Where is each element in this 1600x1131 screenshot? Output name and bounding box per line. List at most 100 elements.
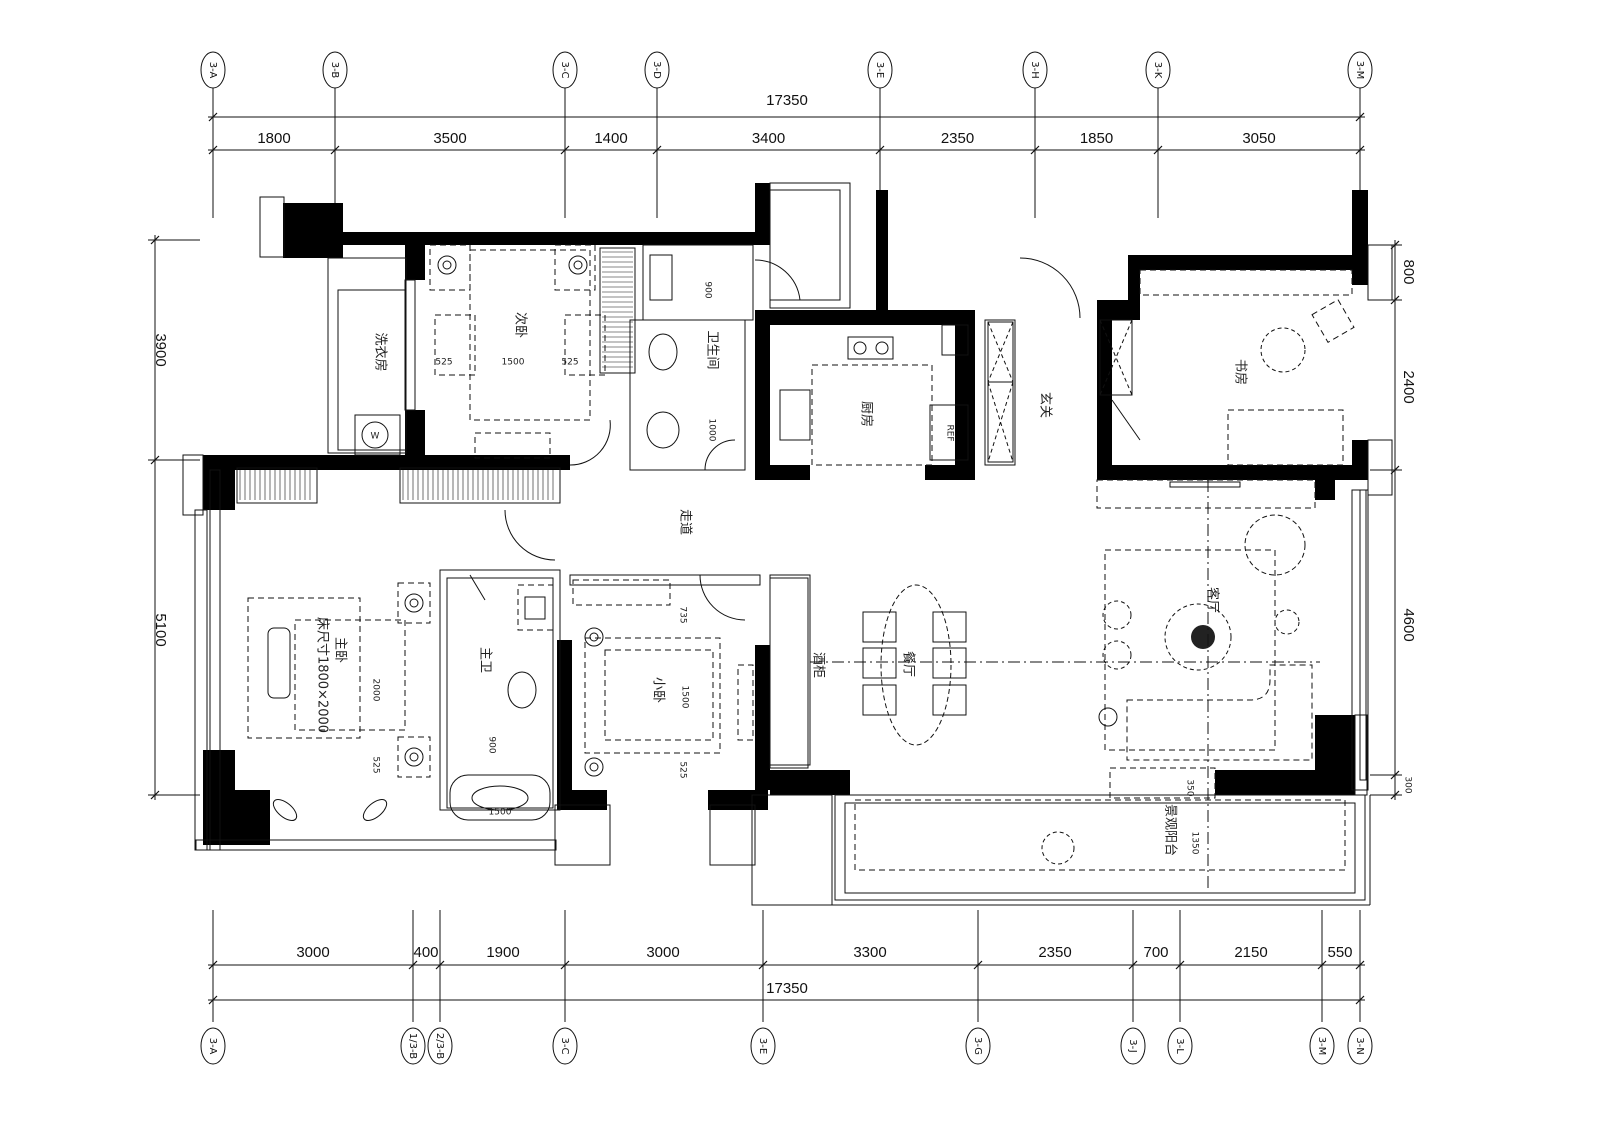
axis-bubble <box>427 1027 453 1065</box>
wardrobe <box>399 467 561 504</box>
stool <box>1102 640 1132 670</box>
thin-wall <box>1351 489 1369 791</box>
dimension-lines <box>148 51 1402 1065</box>
dining-chair <box>862 647 897 679</box>
thin-wall <box>182 454 204 516</box>
wall <box>925 465 975 480</box>
dimension-value: 2150 <box>1234 944 1267 961</box>
room-label-study: 书房 <box>1233 359 1249 385</box>
axis-bubble <box>1145 51 1171 89</box>
tub-dim: 1500 <box>489 808 512 818</box>
room-label-living: 客厅 <box>1205 587 1221 613</box>
bottom-total-dimension: 17350 <box>766 980 808 997</box>
washer-label: W <box>371 432 380 442</box>
axis-label: 3-H <box>1029 61 1040 79</box>
dimension-annotation: 900 <box>703 281 713 298</box>
rug <box>247 597 361 739</box>
thin-wall <box>769 189 841 301</box>
axis-bubble <box>1167 1027 1193 1065</box>
dining-chair <box>932 647 967 679</box>
wall <box>557 640 572 810</box>
wall <box>1097 300 1112 480</box>
bed-outline <box>469 249 591 421</box>
furniture <box>236 244 1355 890</box>
basin-icon <box>646 411 680 449</box>
axis-label: 3-K <box>1152 62 1163 79</box>
dimension-value: 800 <box>1400 259 1417 284</box>
wall <box>770 310 975 325</box>
lamp-icon <box>404 747 424 767</box>
thin-wall <box>629 319 746 471</box>
axis-label: 3-M <box>1354 61 1365 80</box>
cabinet-cross <box>987 321 1014 383</box>
dimension-tick <box>208 960 218 970</box>
dimension-tick <box>1355 145 1365 155</box>
dimension-tick <box>1175 960 1185 970</box>
dimension-annotation: 350 <box>1185 779 1195 796</box>
washer-drum <box>361 421 389 449</box>
burner <box>875 341 889 355</box>
wall <box>343 232 768 245</box>
room-label-wine-cabinet: 酒柜 <box>811 652 826 678</box>
dimension-value: 300 <box>1403 776 1413 793</box>
cabinet-cross <box>987 321 1014 383</box>
dimension-annotation: 525 <box>371 756 381 773</box>
wall <box>405 410 425 455</box>
lamp-icon <box>584 757 604 777</box>
dining-chair <box>862 611 897 643</box>
wall <box>1352 190 1368 285</box>
dimension-tick <box>875 145 885 155</box>
chaise <box>272 799 298 821</box>
wall <box>203 750 235 845</box>
bed <box>584 637 721 754</box>
lamp-icon <box>568 255 588 275</box>
dimension-tick <box>208 145 218 155</box>
lamp-icon <box>589 632 599 642</box>
lamp-table <box>429 244 471 291</box>
axis-label: 3-B <box>329 62 340 79</box>
fridge-label: REF <box>945 424 955 441</box>
thin-wall <box>327 257 407 454</box>
room-label-master-bedroom: 主卧 <box>333 637 348 663</box>
door-swing <box>754 259 801 301</box>
side-table <box>1244 514 1306 576</box>
washer <box>354 414 401 456</box>
wall <box>203 470 235 510</box>
wall <box>876 190 888 310</box>
dimension-tick <box>1153 145 1163 155</box>
thin-wall <box>1354 714 1368 796</box>
axis-bubble <box>552 1027 578 1065</box>
dimension-tick <box>408 960 418 970</box>
dining-chair <box>932 611 967 643</box>
lamp-table <box>554 244 596 291</box>
wall <box>283 203 343 258</box>
dimension-value: 550 <box>1327 944 1352 961</box>
axis-bubble <box>1347 51 1373 89</box>
axis-label: 3-D <box>651 61 662 79</box>
lamp-icon <box>589 762 599 772</box>
desk <box>737 664 754 741</box>
dimension-tick <box>758 960 768 970</box>
room-label-dining: 餐厅 <box>901 651 917 677</box>
cabinet <box>987 381 1014 463</box>
wall <box>1315 480 1335 500</box>
axis-label: 3-M <box>1316 1037 1327 1056</box>
balcony-zone <box>854 799 1346 871</box>
wall <box>755 645 770 790</box>
thin-wall <box>1367 439 1393 496</box>
basin <box>524 596 546 620</box>
door-swing <box>569 419 611 466</box>
thin-wall <box>554 804 611 866</box>
wall <box>1097 465 1368 480</box>
lamp-icon <box>404 593 424 613</box>
nightstand <box>397 582 431 624</box>
burner <box>853 341 867 355</box>
bathtub-inner <box>471 785 529 811</box>
dimension-value: 3000 <box>646 944 679 961</box>
thin-wall <box>642 244 754 321</box>
axis-label: 3-E <box>757 1038 768 1054</box>
sofa <box>1126 664 1313 761</box>
axis-label: 1/3-B <box>407 1033 418 1059</box>
room-label-laundry: 洗衣房 <box>373 332 389 371</box>
